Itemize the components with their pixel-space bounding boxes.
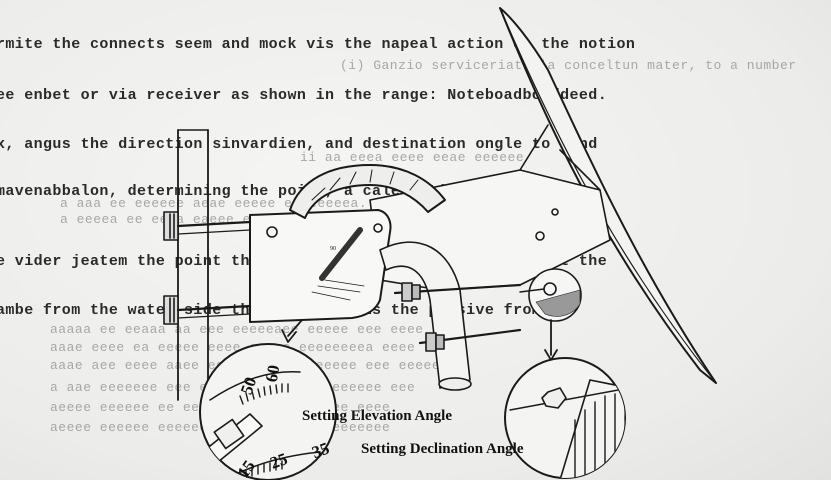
- elevation-arm: [289, 164, 446, 219]
- manual-text-line-1: rmite the connects seem and mock vis the…: [0, 36, 636, 53]
- plate-bolt-2: [373, 223, 383, 233]
- frame-hole-2: [551, 208, 559, 216]
- declination-hatch: [535, 289, 581, 317]
- elevation-label-60: 60: [262, 364, 284, 384]
- upper-bolt: [393, 282, 522, 302]
- elevation-arm-ribs: [311, 169, 419, 201]
- declination-scale-arc: [231, 451, 321, 477]
- elevation-scale-arc: [209, 371, 301, 401]
- elevation-marks: [311, 279, 365, 301]
- bleed-line-1: (i) Ganzio serviceriate la conceltun mat…: [340, 58, 797, 73]
- elevation-slot: [319, 227, 363, 281]
- elevation-scale-ticks: [239, 383, 289, 405]
- mast-pole: [177, 129, 209, 401]
- declination-hex-nut: [541, 387, 567, 409]
- lower-clamp: [163, 295, 252, 325]
- upper-clamp: [163, 211, 252, 241]
- bleed-line-2: ii aa eeea eeee eeae eeeeee: [300, 150, 525, 165]
- frame-hole: [535, 231, 545, 241]
- declination-arrow: [544, 319, 558, 361]
- declination-hatch-lines: [574, 391, 625, 478]
- declination-label-25: 25: [268, 449, 290, 473]
- declination-zoom-circle: [504, 357, 626, 479]
- manual-text-line-2: ee enbet or via receiver as shown in the…: [0, 87, 608, 104]
- declination-label-35: 35: [309, 438, 331, 462]
- tube-end: [438, 377, 472, 391]
- dish-reflector: [499, 7, 717, 384]
- bleed-line-3: a aaa ee eeeeee aeae eeeee eeeeeeeea. ae…: [60, 196, 451, 211]
- elevation-arrow: [281, 319, 303, 343]
- elevation-zoom-circle: [199, 343, 337, 480]
- bleed-line-6: aaae eeee ea eeeee eeee eeeee eeeeeeeea …: [50, 340, 416, 355]
- support-tube: [379, 241, 471, 389]
- bleed-line-5: aaaaa ee eeaaa aa eee eeeeeaee eeeee eee…: [50, 322, 424, 337]
- caption-declination: Setting Declination Angle: [361, 441, 524, 457]
- dish-strut: [519, 124, 601, 191]
- manual-text-line-3: x, angus the direction sinvardien, and d…: [0, 136, 598, 153]
- elevation-label-50: 50: [237, 374, 261, 396]
- lower-bolt: [418, 328, 522, 352]
- plate-bolt: [266, 226, 278, 238]
- plate-scale-tick: 90: [330, 246, 336, 252]
- pointer-hex-nut: [213, 418, 245, 450]
- caption-elevation: Setting Elevation Angle: [302, 408, 453, 424]
- declination-scale-ticks: [245, 460, 283, 479]
